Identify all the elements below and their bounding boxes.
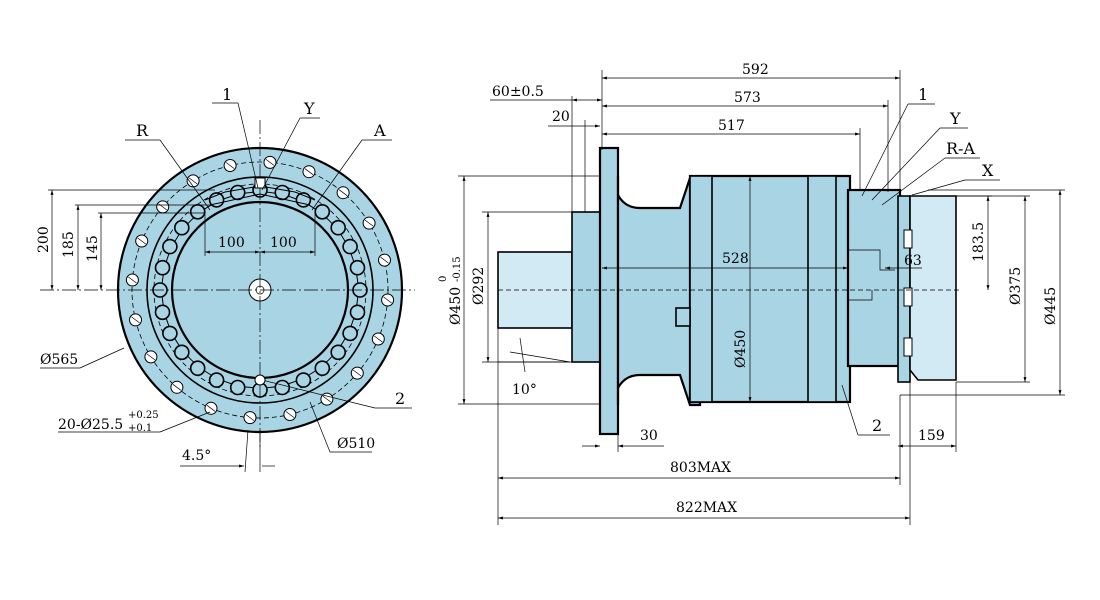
dim-20: 20 <box>552 109 570 125</box>
dim-holes: 20-Ø25.5 <box>58 417 123 433</box>
dim-183-5: 183.5 <box>971 222 987 262</box>
dim-565: Ø565 <box>40 352 78 368</box>
side-dims: 592 573 517 60±0.5 20 528 63 183.5 <box>438 62 1065 525</box>
dim-292: Ø292 <box>471 267 487 305</box>
dim-445: Ø445 <box>1043 287 1059 325</box>
dim-63: 63 <box>904 253 922 269</box>
inner-bolt <box>349 259 366 276</box>
inner-bolt <box>330 344 347 361</box>
dim-450-tol-lower: -0.15 <box>452 256 463 282</box>
bolt-holes <box>125 155 395 425</box>
inner-bolt <box>174 219 190 236</box>
label-1-side: 1 <box>918 85 928 104</box>
dim-angle-10: 10° <box>512 382 537 398</box>
dim-145: 145 <box>85 235 101 262</box>
dim-803: 803MAX <box>670 460 731 476</box>
inner-bolt <box>342 238 358 255</box>
side-labels: 1 Y R-A X 2 <box>841 85 1000 436</box>
dim-60: 60±0.5 <box>492 84 544 100</box>
dim-822: 822MAX <box>676 500 737 516</box>
label-r-front: R <box>136 121 149 140</box>
inner-bolt <box>330 219 347 236</box>
inner-bolt <box>154 304 171 321</box>
inner-bolt <box>189 360 206 377</box>
inner-bolt <box>174 344 190 361</box>
inner-bolt <box>295 372 312 388</box>
label-2-side: 2 <box>872 416 882 435</box>
dim-450-tol-upper: 0 <box>438 276 449 282</box>
side-view: 592 573 517 60±0.5 20 528 63 183.5 <box>438 62 1065 525</box>
dim-holes-tol-lower: +0.1 <box>128 423 152 434</box>
housing-neck <box>616 176 702 407</box>
label-y-front: Y <box>303 99 315 118</box>
dim-100-left: 100 <box>218 235 245 251</box>
rear-housing <box>846 188 902 368</box>
inner-bolt <box>162 238 178 255</box>
inner-bolt <box>208 372 225 388</box>
inner-bolt <box>274 379 291 396</box>
inner-bolt <box>189 204 206 220</box>
label-a-front: A <box>373 121 386 140</box>
inner-bolt <box>154 259 171 276</box>
mounting-flange <box>598 146 620 436</box>
dim-100-right: 100 <box>270 235 297 251</box>
dim-517: 517 <box>718 118 745 134</box>
inner-bolt <box>342 325 358 342</box>
label-x-side: X <box>982 161 994 180</box>
front-labels: 1 Y R A 2 <box>125 85 412 409</box>
label-1-front: 1 <box>222 85 232 104</box>
front-view: 200 185 145 100 100 Ø565 20-Ø25.5 +0.25 … <box>36 85 415 473</box>
dim-30: 30 <box>640 428 658 444</box>
dim-angle-4-5: 4.5° <box>182 448 211 464</box>
dim-528: 528 <box>722 251 749 267</box>
dim-200: 200 <box>36 226 52 253</box>
dim-450-shaft: Ø450 <box>448 287 464 325</box>
inner-bolt <box>229 379 246 396</box>
dim-573: 573 <box>734 90 761 106</box>
inner-bolt <box>162 325 178 342</box>
dim-592: 592 <box>742 62 769 78</box>
dim-375: Ø375 <box>1008 267 1024 305</box>
inner-bolt <box>314 204 331 220</box>
label-y-side: Y <box>949 109 961 128</box>
label-2-front: 2 <box>395 389 405 408</box>
inner-bolts <box>152 182 368 398</box>
label-ra-side: R-A <box>946 139 975 158</box>
inner-bolt <box>349 304 366 321</box>
dim-450-body: Ø450 <box>733 330 749 368</box>
shaft-hub <box>571 211 603 363</box>
inner-bolt <box>314 360 331 377</box>
dim-holes-tol-upper: +0.25 <box>128 410 159 421</box>
dim-159: 159 <box>918 428 945 444</box>
motor <box>909 195 957 381</box>
front-dims: 200 185 145 100 100 Ø565 20-Ø25.5 +0.25 … <box>36 189 375 473</box>
dim-185: 185 <box>61 231 77 258</box>
dim-510: Ø510 <box>337 436 375 452</box>
